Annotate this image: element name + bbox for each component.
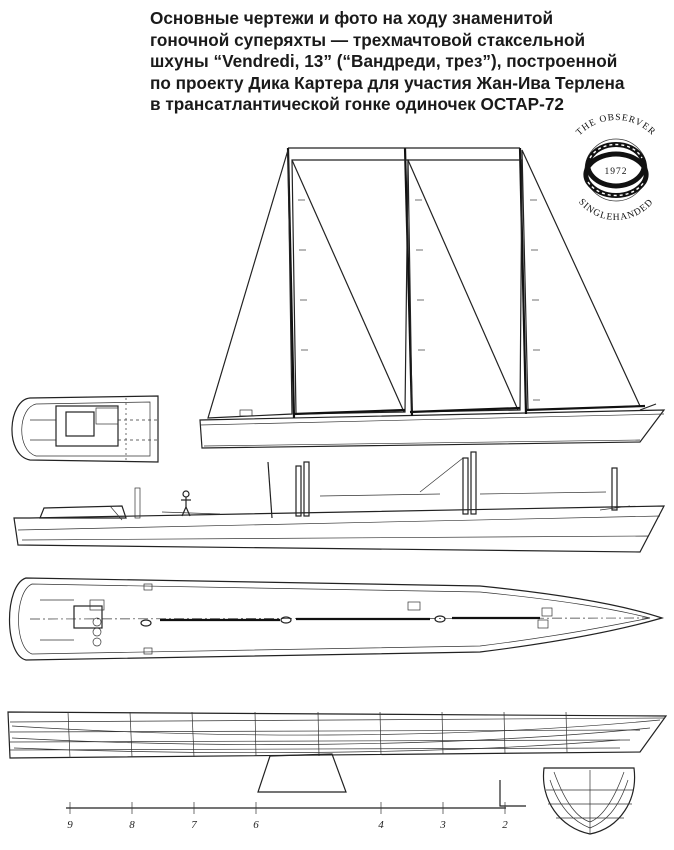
caption-line: в трансатлантической гонке одиночек ОСТА…: [150, 94, 564, 115]
station-scale: 9 8 7 6 4 3 2: [66, 802, 508, 831]
person-figure: [181, 490, 191, 517]
station-label: 3: [439, 819, 446, 831]
observer-seal: THE OBSERVER SINGLEHANDED 1972: [575, 113, 658, 223]
lines-plan-drawing: [7, 711, 668, 793]
station-label: 6: [253, 819, 259, 831]
station-label: 7: [191, 819, 197, 831]
caption-line: Основные чертежи и фото на ходу знаменит…: [150, 8, 554, 28]
body-plan-drawing: [499, 767, 636, 835]
seal-year: 1972: [605, 167, 628, 177]
profile-drawing: [13, 451, 665, 553]
caption-line: гоночной суперяхты — трехмачтовой стаксе…: [150, 29, 586, 50]
sail-plan-drawing: [199, 147, 666, 449]
caption-line: по проекту Дика Картера для участия Жан-…: [150, 72, 625, 93]
seal-top-text: THE OBSERVER: [575, 113, 658, 138]
figure-caption: Основные чертежи и фото на ходу знаменит…: [150, 8, 670, 116]
deck-plan-drawing: [9, 577, 665, 661]
rope-knot-icon: [583, 142, 649, 198]
stern-deck-drawing: [11, 395, 159, 463]
caption-line: шхуны “Vendredi, 13” (“Вандреди, трез”),…: [150, 51, 618, 72]
station-label: 9: [67, 819, 73, 831]
station-label: 8: [129, 819, 135, 831]
station-label: 4: [378, 819, 384, 831]
station-label: 2: [502, 819, 508, 831]
